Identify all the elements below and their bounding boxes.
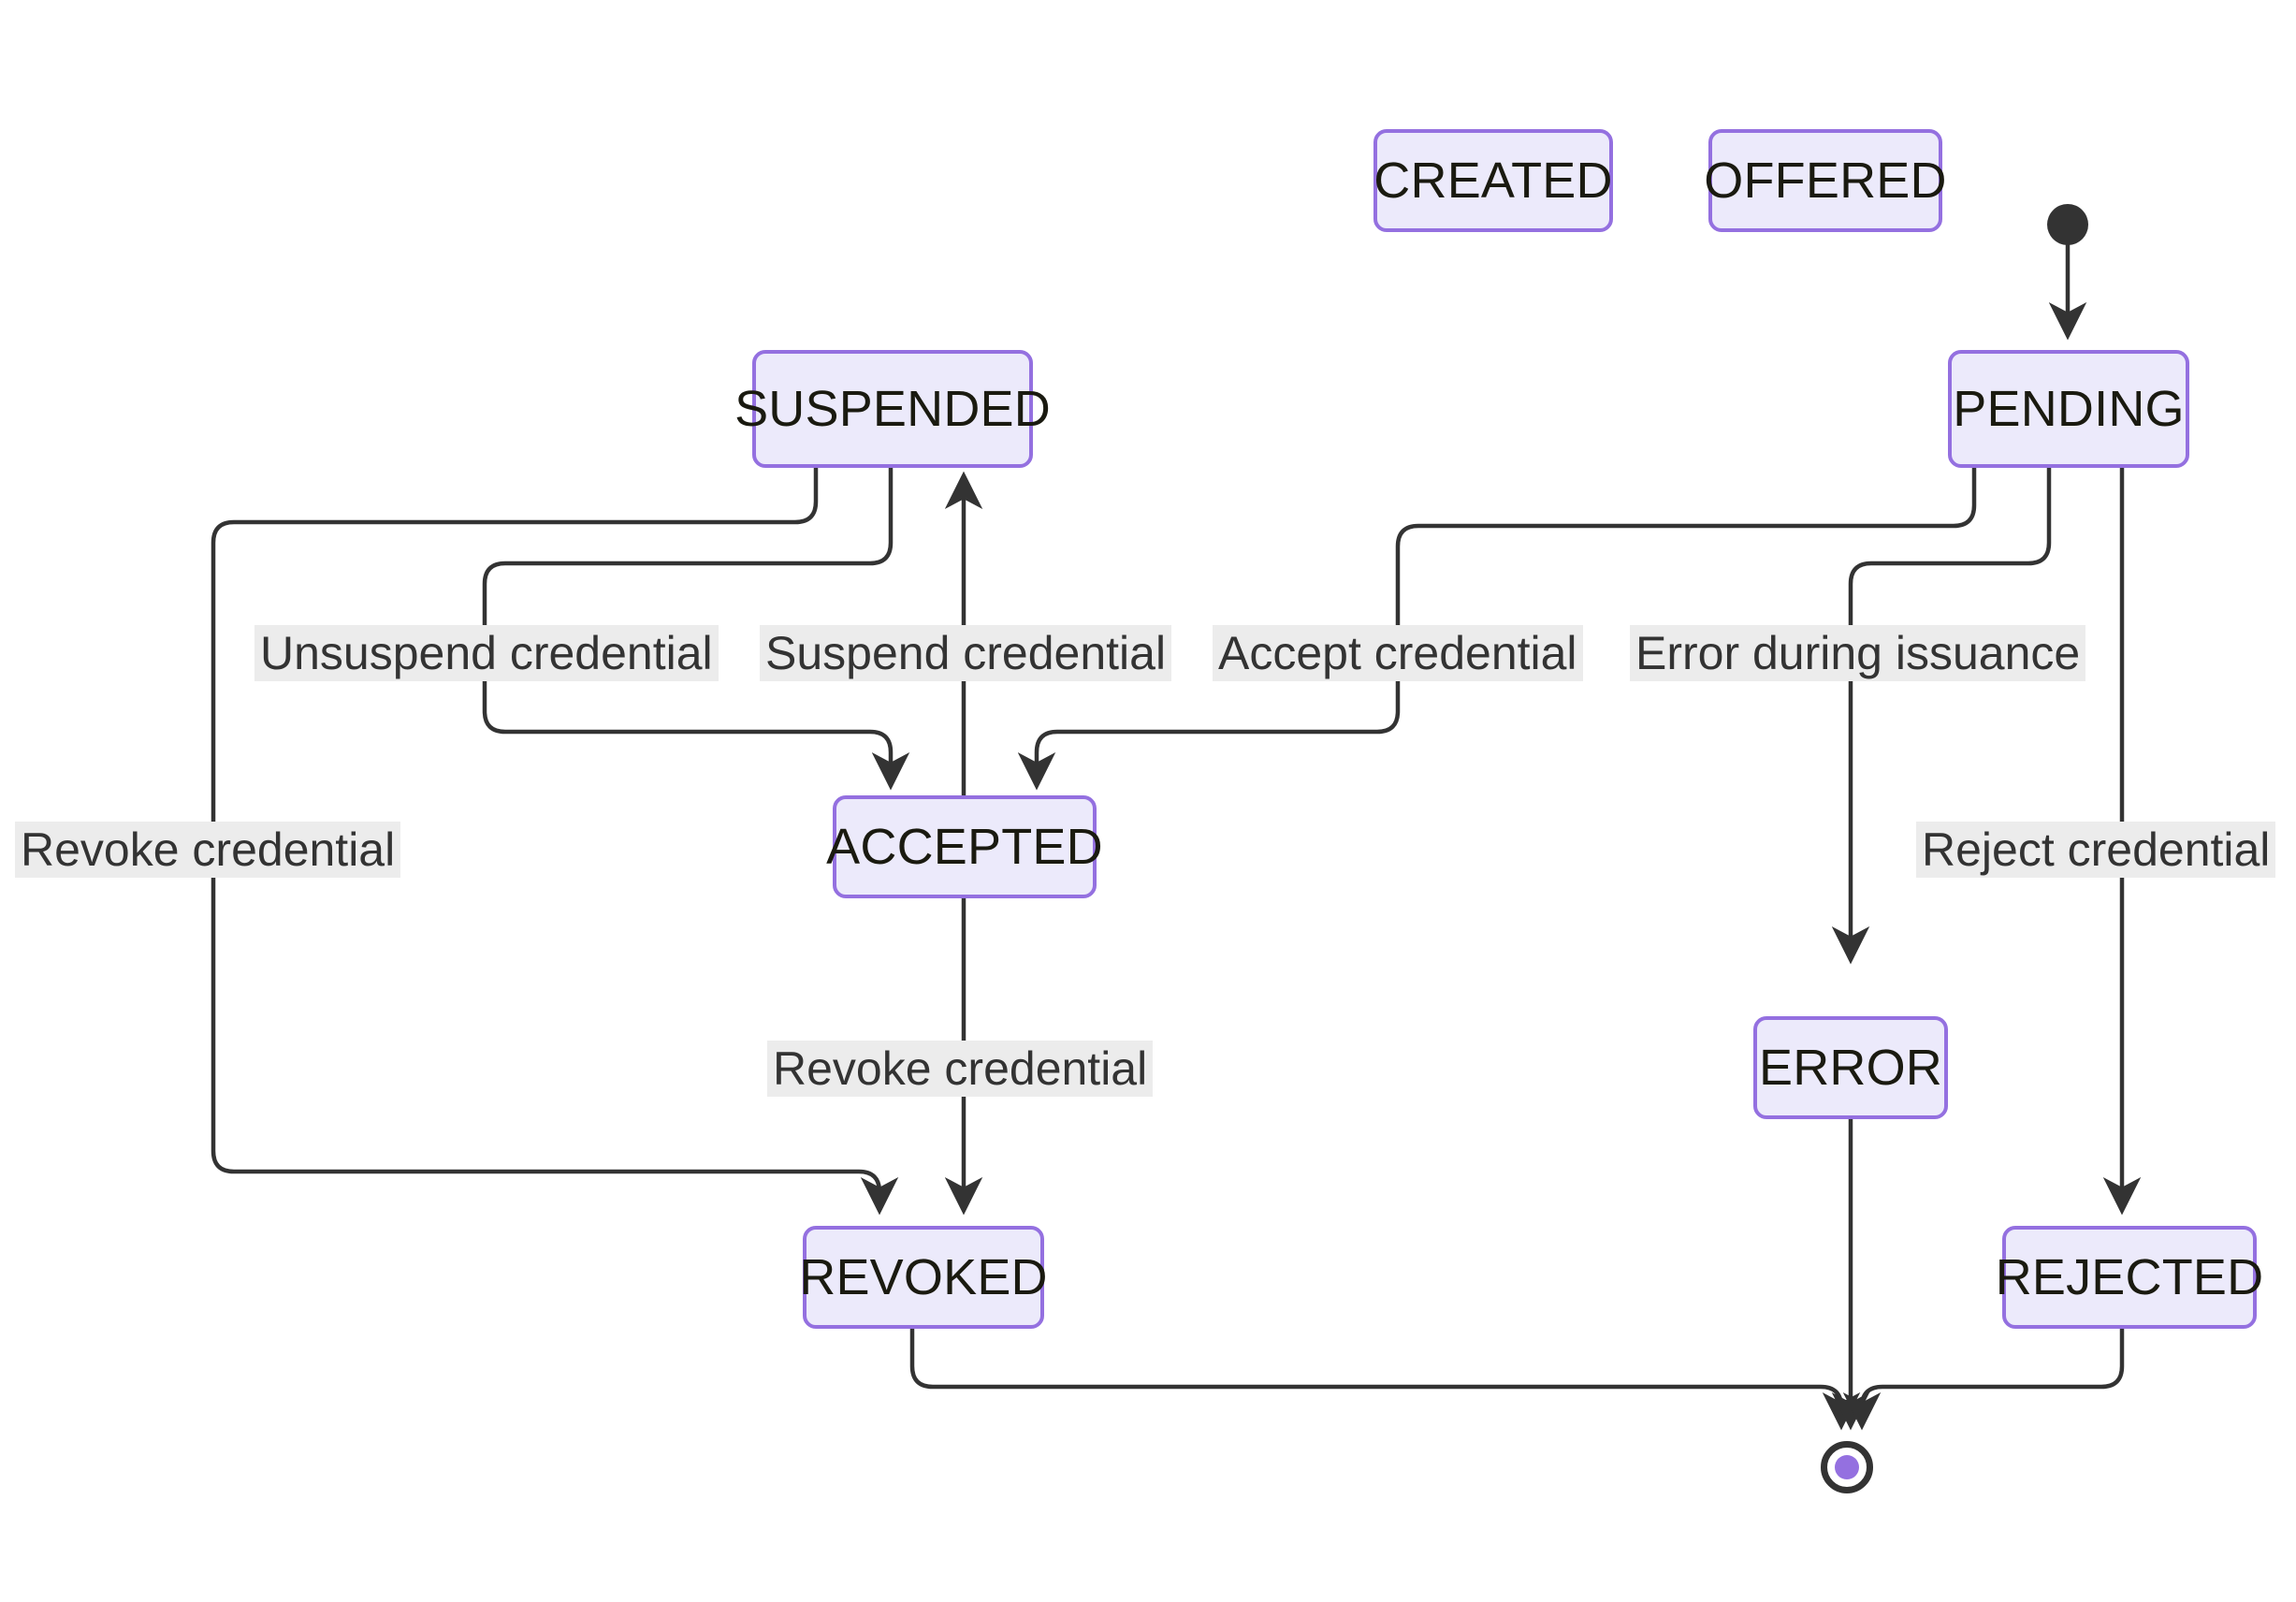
edge-revoked-to-end xyxy=(909,1326,1861,1431)
state-label-offered: OFFERED xyxy=(1704,153,1947,209)
edge-label-revoke-credential-suspended: Revoke credential xyxy=(15,822,401,878)
edge-label-suspend-credential: Suspend credential xyxy=(760,625,1172,681)
final-state-inner-dot xyxy=(1835,1455,1859,1479)
state-label-rejected: REJECTED xyxy=(1995,1249,2264,1305)
state-label-accepted: ACCEPTED xyxy=(826,819,1103,875)
edge-label-unsuspend-credential: Unsuspend credential xyxy=(254,625,719,681)
state-node-pending[interactable]: PENDING xyxy=(1948,350,2189,468)
state-label-revoked: REVOKED xyxy=(799,1249,1048,1305)
edge-label-text: Error during issuance xyxy=(1635,627,2081,679)
state-node-error[interactable]: ERROR xyxy=(1753,1016,1948,1119)
state-node-accepted[interactable]: ACCEPTED xyxy=(826,795,1103,898)
edge-label-accept-credential: Accept credential xyxy=(1213,625,1583,681)
state-label-suspended: SUSPENDED xyxy=(734,381,1051,437)
edge-label-text: Unsuspend credential xyxy=(260,627,713,679)
edge-label-reject-credential: Reject credential xyxy=(1916,822,2276,878)
edge-rejected-to-end xyxy=(1842,1326,2125,1431)
state-node-offered[interactable]: OFFERED xyxy=(1704,129,1947,232)
state-label-pending: PENDING xyxy=(1953,381,2185,437)
edge-label-text: Reject credential xyxy=(1922,823,2271,876)
state-node-created[interactable]: CREATED xyxy=(1373,129,1613,232)
final-state-node xyxy=(1821,1441,1873,1493)
edge-label-revoke-credential-accepted: Revoke credential xyxy=(767,1041,1154,1097)
initial-state-node xyxy=(2047,204,2088,245)
state-label-created: CREATED xyxy=(1373,153,1613,209)
edge-label-text: Revoke credential xyxy=(773,1042,1148,1095)
edge-label-text: Revoke credential xyxy=(21,823,396,876)
edge-pending-to-error xyxy=(1831,465,2052,965)
edge-label-text: Suspend credential xyxy=(765,627,1167,679)
state-node-revoked[interactable]: REVOKED xyxy=(799,1226,1048,1329)
edge-label-error-during-issuance: Error during issuance xyxy=(1630,625,2086,681)
state-node-suspended[interactable]: SUSPENDED xyxy=(734,350,1051,468)
state-label-error: ERROR xyxy=(1758,1040,1942,1096)
state-node-rejected[interactable]: REJECTED xyxy=(1996,1226,2263,1329)
edge-label-text: Accept credential xyxy=(1218,627,1577,679)
